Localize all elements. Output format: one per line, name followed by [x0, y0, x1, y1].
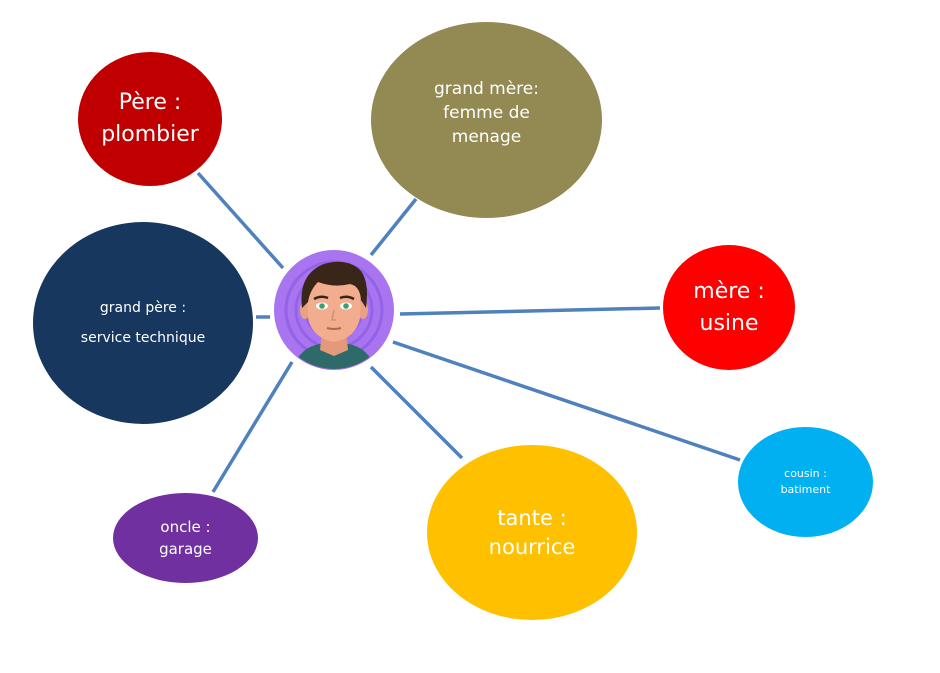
node-oncle-line1: oncle : [160, 518, 211, 536]
node-grand-mere: grand mère: femme de menage [371, 22, 602, 218]
node-grand-mere-line2: femme de [443, 103, 530, 123]
node-grand-pere: grand père : service technique [33, 222, 253, 424]
link-oncle [211, 361, 294, 493]
node-cousin: cousin : batiment [738, 427, 873, 537]
node-cousin-line2: batiment [780, 483, 831, 496]
node-tante-line2: nourrice [488, 534, 576, 559]
node-grand-pere-line2: service technique [80, 330, 206, 346]
node-oncle-line2: garage [159, 540, 212, 558]
link-cousin [392, 340, 741, 462]
link-pere [196, 171, 285, 270]
node-mere-line1: mère : [693, 278, 765, 304]
node-mere-line2: usine [699, 310, 759, 336]
node-tante-line1: tante : [497, 505, 567, 530]
node-oncle: oncle : garage [113, 493, 258, 583]
node-cousin-line1: cousin : [784, 467, 827, 480]
link-grandmere [369, 197, 418, 257]
node-grand-pere-line1: grand père : [99, 300, 187, 316]
node-tante: tante : nourrice [427, 445, 637, 620]
link-mere [399, 306, 661, 316]
link-tante [369, 365, 464, 460]
node-pere-line2: plombier [101, 122, 199, 147]
node-mere: mère : usine [663, 245, 795, 370]
node-pere: Père : plombier [78, 52, 222, 186]
node-grand-mere-line3: menage [451, 127, 522, 147]
node-grand-mere-line1: grand mère: [434, 79, 539, 99]
person-avatar-icon [274, 250, 394, 370]
node-pere-line1: Père : [118, 90, 182, 115]
